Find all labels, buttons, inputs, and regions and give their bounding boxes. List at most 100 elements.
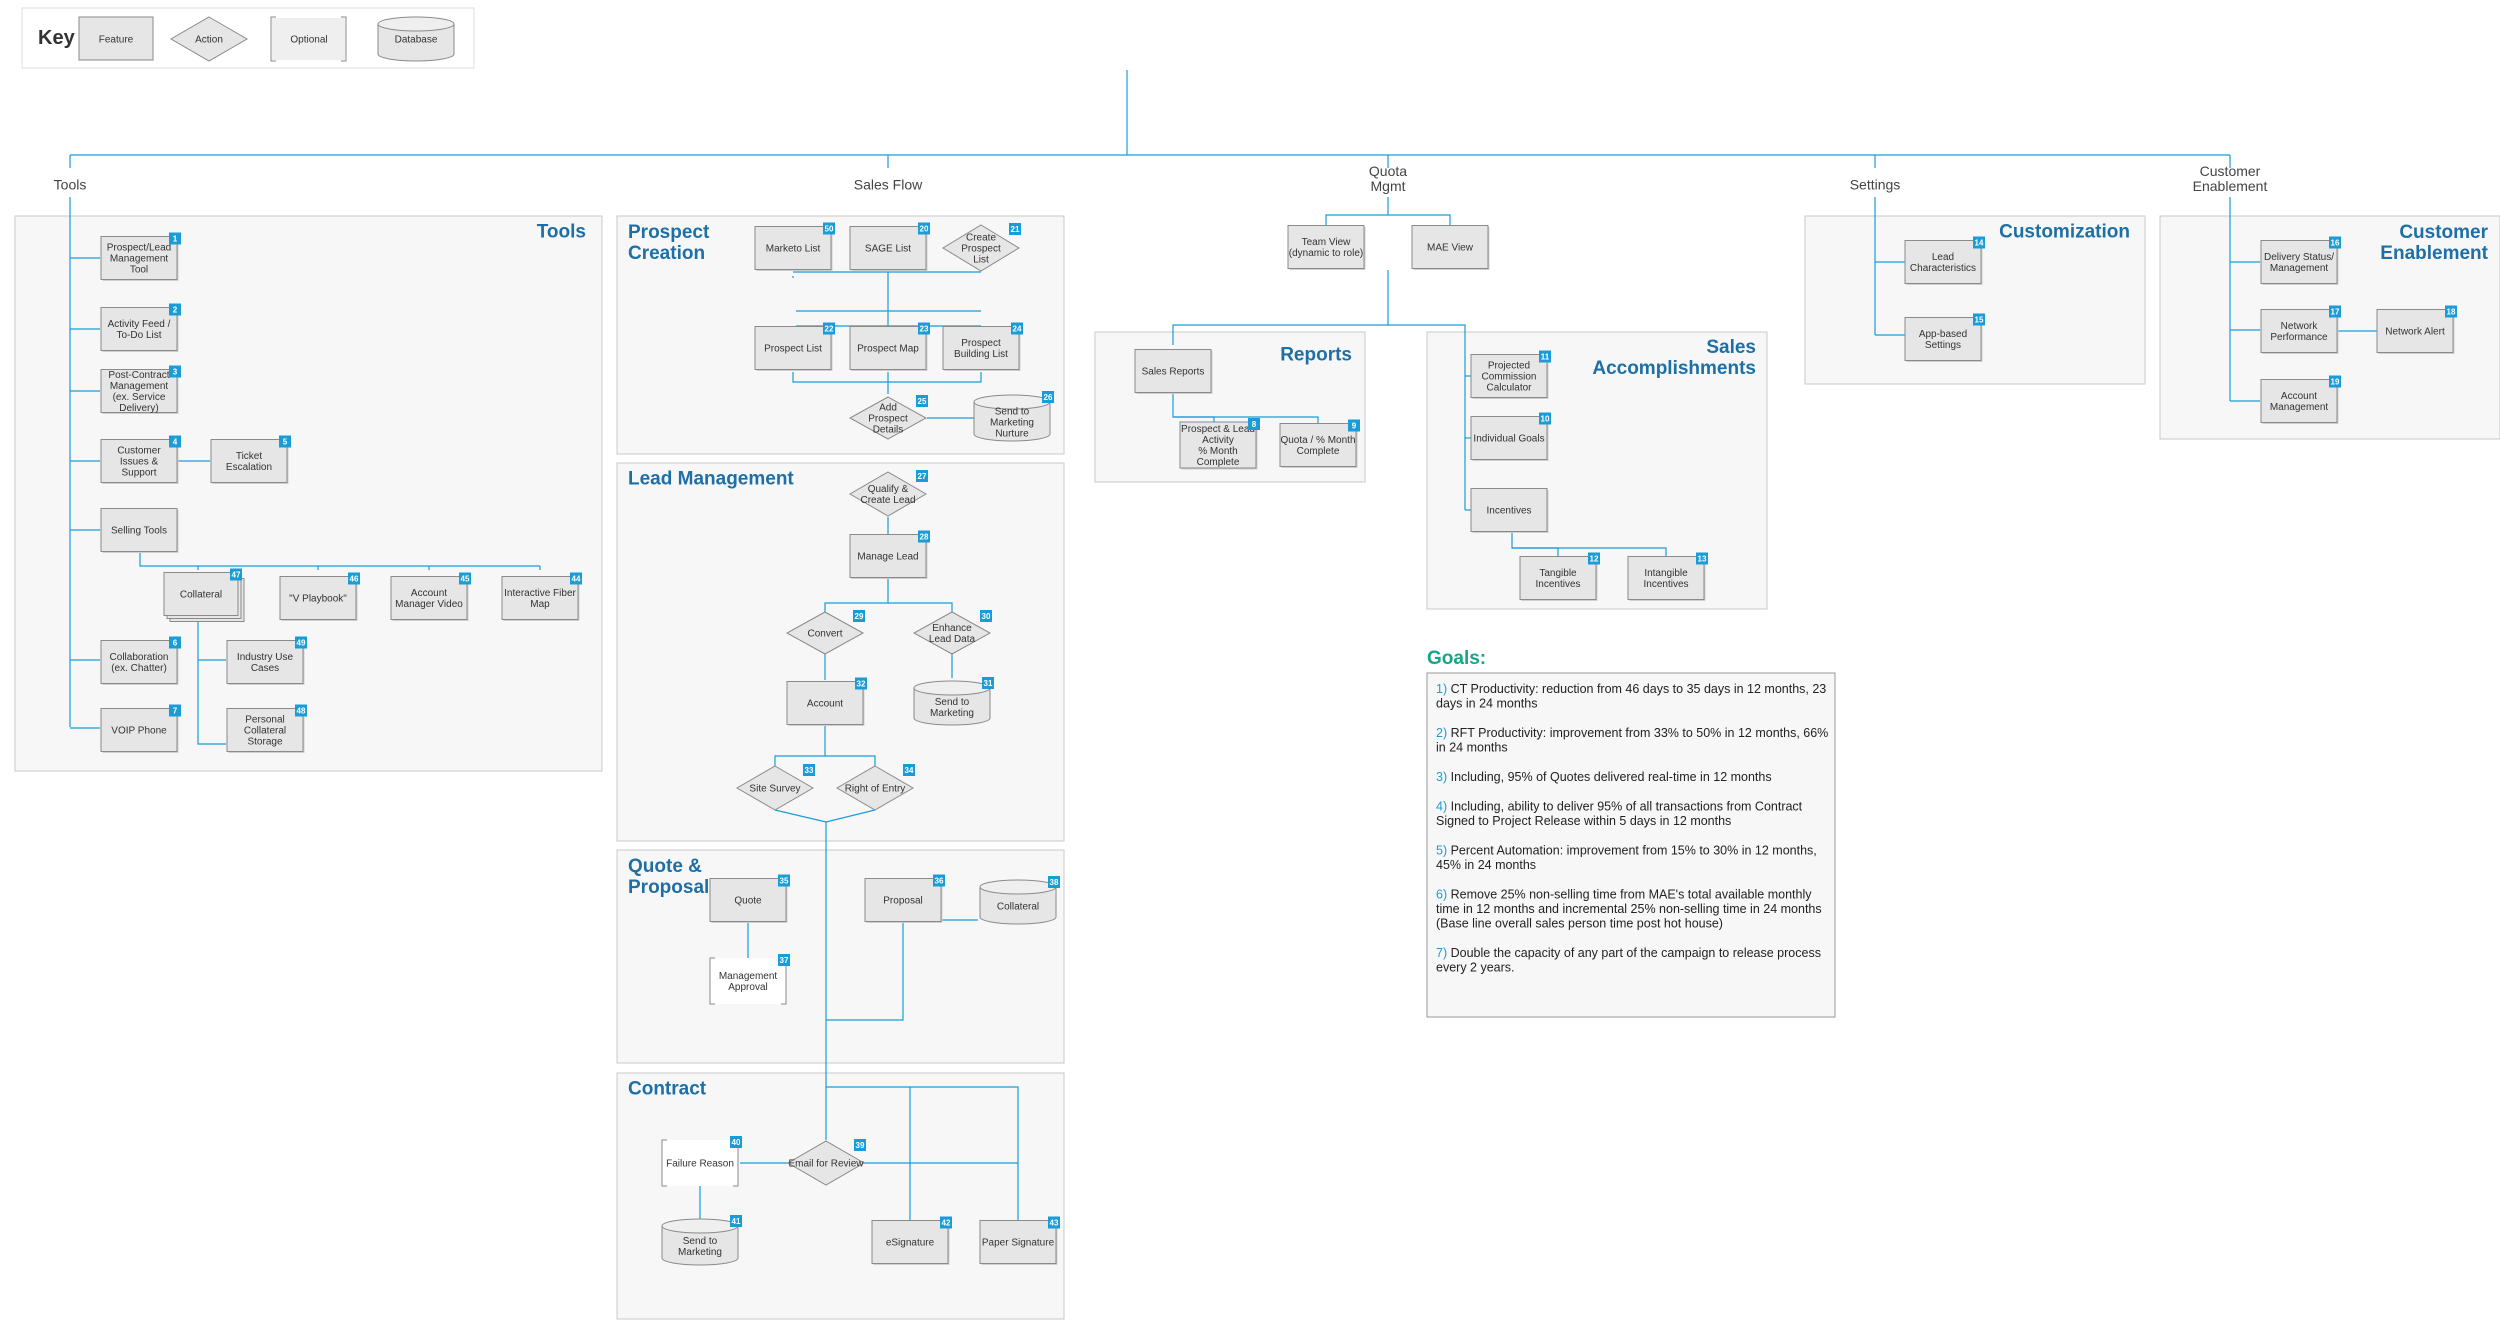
step-number-badge: 23 <box>918 322 930 335</box>
step-number-badge: 35 <box>778 874 790 887</box>
quote-node[interactable]: Quote 35 <box>709 874 790 924</box>
step-number-badge: 7 <box>169 704 181 717</box>
svg-text:2: 2 <box>173 306 178 315</box>
step-number-badge: 20 <box>918 222 930 235</box>
mae-view-node[interactable]: MAE View <box>1411 225 1490 271</box>
step-number-badge: 15 <box>1973 313 1985 326</box>
email-for-review-node[interactable]: Email for Review 39 <box>787 1139 866 1186</box>
step-number-badge: 36 <box>933 874 945 887</box>
delivery-status-label: Delivery Status/Management <box>2264 252 2334 274</box>
tools-section-title: Tools <box>537 222 586 243</box>
manage-lead-label: Manage Lead <box>857 552 918 563</box>
goal-item: 2) RFT Productivity: improvement from 33… <box>1436 726 1828 755</box>
team-view-node[interactable]: Team View(dynamic to role) <box>1287 225 1366 271</box>
mae-view-label: MAE View <box>1427 243 1474 254</box>
tools-panel <box>14 215 603 772</box>
svg-text:39: 39 <box>856 1141 865 1150</box>
prospect-map-label: Prospect Map <box>857 344 919 355</box>
svg-text:47: 47 <box>232 571 241 580</box>
svg-text:8: 8 <box>1252 420 1257 429</box>
incentives-node[interactable]: Incentives <box>1470 488 1549 534</box>
prospect-map-node[interactable]: Prospect Map 23 <box>849 322 930 372</box>
v-playbook-node[interactable]: "V Playbook"46 <box>279 572 360 622</box>
svg-text:36: 36 <box>935 877 944 886</box>
key-title: Key <box>38 27 76 49</box>
step-number-badge: 13 <box>1696 552 1708 565</box>
lead-management-section-title: Lead Management <box>628 469 794 490</box>
quote-proposal-section-title: Quote &Proposal <box>628 856 709 898</box>
email-for-review-label: Email for Review <box>788 1159 864 1170</box>
step-number-badge: 46 <box>348 572 360 585</box>
tools-header: Tools <box>54 177 87 193</box>
selling-tools-label: Selling Tools <box>111 526 167 537</box>
sales-reports-node[interactable]: Sales Reports <box>1134 349 1213 395</box>
goal-number: 5) <box>1436 844 1447 858</box>
connector-line <box>1512 547 1667 556</box>
selling-tools-node[interactable]: Selling Tools <box>100 508 179 554</box>
step-number-badge: 4 <box>169 435 181 448</box>
paper-signature-label: Paper Signature <box>982 1238 1055 1249</box>
step-number-badge: 6 <box>169 636 181 649</box>
collaboration-node[interactable]: Collaboration(ex. Chatter)6 <box>100 636 181 686</box>
failure-reason-label: Failure Reason <box>666 1159 734 1170</box>
esignature-label: eSignature <box>886 1238 935 1249</box>
svg-text:48: 48 <box>297 707 306 716</box>
svg-text:6: 6 <box>173 639 178 648</box>
quote-label: Quote <box>734 896 762 907</box>
goal-item: 1) CT Productivity: reduction from 46 da… <box>1436 682 1826 711</box>
svg-text:24: 24 <box>1013 325 1022 334</box>
step-number-badge: 2 <box>169 303 181 316</box>
